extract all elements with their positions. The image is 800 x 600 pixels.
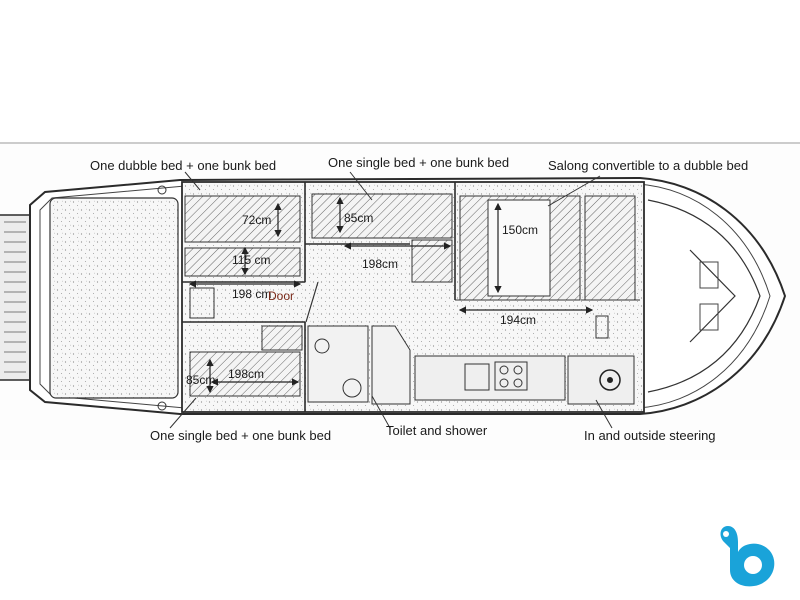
b-brand-logo-icon — [720, 526, 775, 587]
cleat-top — [157, 185, 167, 195]
dim-115cm: 115 cm — [232, 253, 270, 267]
swim-platform — [0, 214, 31, 381]
leader-mid-cabin — [349, 171, 373, 201]
aft-deck — [49, 197, 179, 399]
label-steering: In and outside steering — [584, 428, 716, 443]
leader-fwd-cabin — [184, 171, 201, 191]
leader-toilet — [371, 395, 391, 429]
bow-deck — [647, 199, 761, 393]
label-aft-cabin: One single bed + one bunk bed — [150, 428, 331, 443]
helm-station — [567, 315, 635, 405]
dim-198cm-b: 198cm — [362, 257, 398, 271]
dim-85cm-bottom: 85cm — [186, 373, 215, 387]
door-line — [305, 281, 319, 323]
hull-inner — [39, 183, 771, 409]
label-mid-cabin: One single bed + one bunk bed — [328, 155, 509, 170]
dim-198cm-c: 198cm — [228, 367, 264, 381]
dim-198cm-a: 198 cm — [232, 287, 271, 301]
label-salon: Salong convertible to a dubble bed — [548, 158, 748, 173]
toilet-shower — [307, 325, 411, 405]
salon — [455, 195, 640, 301]
dim-150cm: 150cm — [502, 223, 538, 237]
label-toilet: Toilet and shower — [386, 423, 488, 438]
label-fwd-cabin: One dubble bed + one bunk bed — [90, 158, 276, 173]
dim-85cm-top: 85cm — [344, 211, 373, 225]
galley — [414, 355, 566, 401]
leader-steering — [595, 399, 613, 429]
dim-72cm: 72cm — [242, 213, 271, 227]
cleat-bottom — [157, 401, 167, 411]
leader-salon — [547, 175, 601, 207]
leader-aft-cabin — [169, 397, 197, 429]
door-label: Door — [268, 289, 294, 303]
fwd-cabin — [182, 182, 306, 283]
dim-194cm: 194cm — [500, 313, 536, 327]
